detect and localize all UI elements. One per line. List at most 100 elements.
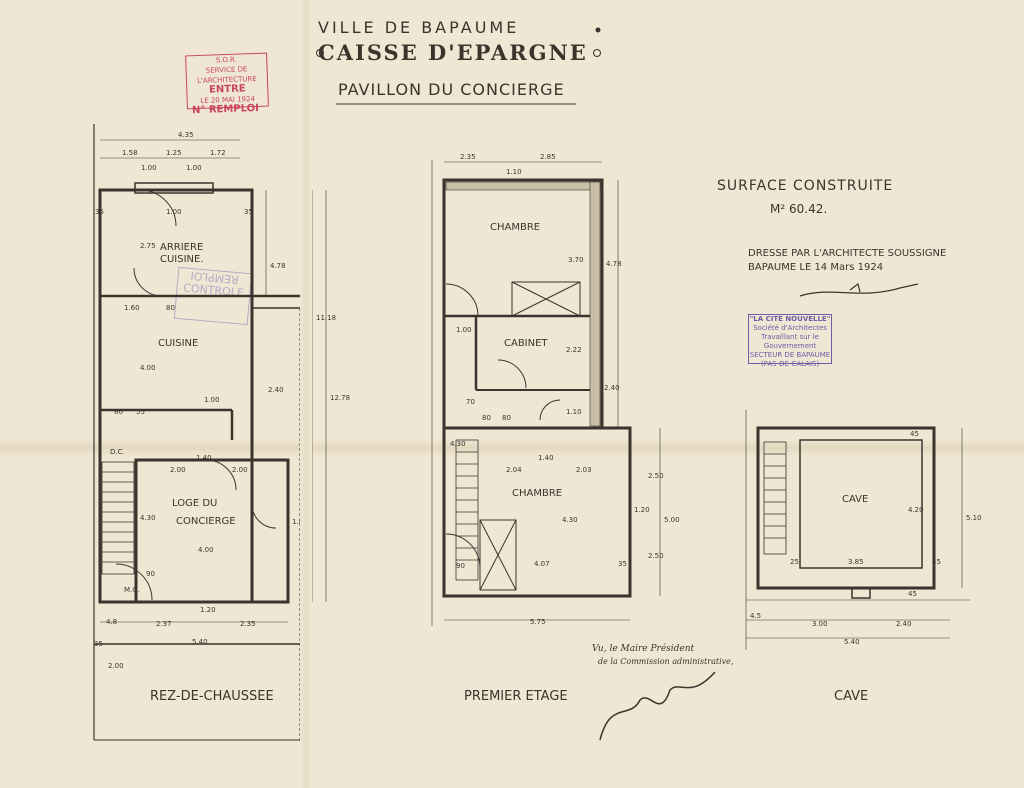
dim-label: 2.50 bbox=[648, 552, 664, 560]
room-cuisine-label: CUISINE bbox=[158, 338, 198, 349]
dim-label: 5.40 bbox=[192, 638, 208, 646]
stair-block bbox=[763, 441, 787, 555]
dim-label: 80 bbox=[482, 414, 491, 422]
dim-label: 1.25 bbox=[166, 149, 182, 157]
dim-label: 70 bbox=[466, 398, 475, 406]
dim-label: 3.00 bbox=[812, 620, 828, 628]
dim-label: 1.58 bbox=[122, 149, 138, 157]
stair-block bbox=[101, 461, 135, 575]
architects-stamp-line3: Travaillant sur le Gouvernement bbox=[761, 333, 819, 350]
dim-label: 1.10 bbox=[566, 408, 582, 416]
room-chambre-2-label: CHAMBRE bbox=[512, 488, 562, 499]
dim-label: 4.5 bbox=[750, 612, 761, 620]
dim-label: 2.40 bbox=[604, 384, 620, 392]
ornament-swirl bbox=[316, 49, 324, 57]
dim-label: 4.78 bbox=[606, 260, 622, 268]
title-city: VILLE DE BAPAUME bbox=[318, 18, 520, 37]
dim-label: 1.40 bbox=[538, 454, 554, 462]
dim-label: 5.40 bbox=[844, 638, 860, 646]
title-institution: CAISSE D'EPARGNE bbox=[318, 40, 588, 65]
dim-label: 5.10 bbox=[966, 514, 982, 522]
dim-label: 2.40 bbox=[268, 386, 284, 394]
dim-label: 1.10 bbox=[506, 168, 522, 176]
cellar-outer-wall bbox=[756, 426, 936, 590]
cellar-vent bbox=[851, 587, 871, 599]
loge-wall bbox=[134, 458, 290, 604]
dim-label: 3.85 bbox=[848, 558, 864, 566]
mayor-note: Vu, le Maire Président bbox=[592, 644, 695, 654]
dim-label: 2.35 bbox=[240, 620, 256, 628]
cellar-stairs bbox=[763, 441, 787, 555]
dim-label: 80 bbox=[114, 408, 123, 416]
dim-label: D.C. bbox=[110, 448, 125, 456]
dim-label: 35 bbox=[618, 560, 627, 568]
architect-signature bbox=[799, 282, 919, 297]
dim-label: 4.07 bbox=[534, 560, 550, 568]
dim-label: 2.03 bbox=[576, 466, 592, 474]
chimney bbox=[134, 182, 214, 194]
dim-label: 2.00 bbox=[170, 466, 186, 474]
ornament-dot bbox=[595, 27, 601, 33]
door-swing bbox=[115, 563, 153, 601]
dim-label: 4.30 bbox=[450, 440, 466, 448]
plan-first-floor bbox=[431, 160, 661, 626]
plan-ground-floor bbox=[93, 124, 327, 741]
door-swing bbox=[251, 503, 277, 529]
room-loge-label: LOGE DU bbox=[172, 498, 217, 509]
dim-label: M.G. bbox=[124, 586, 140, 594]
dim-label: 35 bbox=[95, 208, 104, 216]
dim-label: 3.70 bbox=[568, 256, 584, 264]
title-ornaments bbox=[316, 27, 601, 105]
roof-hatch bbox=[589, 181, 601, 427]
ground-labels: ARRIERE CUISINE. CUISINE LOGE DU CONCIER… bbox=[94, 131, 350, 704]
dim-label: 4.35 bbox=[178, 131, 194, 139]
architects-stamp-line2: Société d'Architectes bbox=[753, 324, 827, 332]
dim-label: 80 bbox=[502, 414, 511, 422]
door-swing bbox=[445, 533, 481, 569]
architects-stamp-line1: "LA CITÉ NOUVELLE" bbox=[749, 315, 831, 323]
dim-label: 2.00 bbox=[108, 662, 124, 670]
cellar-inner-wall bbox=[799, 439, 923, 569]
dim-label: 90 bbox=[456, 562, 465, 570]
plan-cellar bbox=[745, 410, 970, 650]
dim-label: 4.8 bbox=[106, 618, 117, 626]
dim-label: 5.75 bbox=[530, 618, 546, 626]
dim-label: 1.40 bbox=[196, 454, 212, 462]
dim-label: 80 bbox=[166, 304, 175, 312]
dim-label: 1.00 bbox=[456, 326, 472, 334]
dim-label: 4.78 bbox=[270, 262, 286, 270]
cellar-labels: CAVE CAVE 4.20 5.10 3.85 3.00 2.40 5.40 … bbox=[750, 430, 982, 704]
room-chambre-1-label: CHAMBRE bbox=[490, 222, 540, 233]
dim-label: 1.00 bbox=[166, 208, 182, 216]
ceiling-void bbox=[511, 281, 581, 317]
dim-label: 4.00 bbox=[140, 364, 156, 372]
surface-value: M² 60.42. bbox=[770, 202, 828, 216]
door-swing bbox=[497, 359, 527, 389]
dim-label: 2.75 bbox=[140, 242, 156, 250]
dim-label: 1.72 bbox=[210, 149, 226, 157]
dim-label: 90 bbox=[146, 570, 155, 578]
dim-label: 5.00 bbox=[664, 516, 680, 524]
dim-label: 4.30 bbox=[140, 514, 156, 522]
dim-label: 12.78 bbox=[330, 394, 350, 402]
room-loge-label-2: CONCIERGE bbox=[176, 516, 236, 527]
plan-title-first: PREMIER ETAGE bbox=[464, 689, 568, 704]
dim-label: 1.80 bbox=[292, 518, 308, 526]
plan-title-ground: REZ-DE-CHAUSSEE bbox=[150, 689, 274, 704]
dim-label: 2.40 bbox=[896, 620, 912, 628]
architects-stamp-line4: SECTEUR DE BAPAUME bbox=[749, 351, 831, 359]
room-arriere-label: ARRIERE bbox=[160, 242, 203, 253]
mayor-signature bbox=[599, 671, 716, 741]
room-arriere-label-2: CUISINE. bbox=[160, 254, 204, 265]
dim-label: 4.30 bbox=[562, 516, 578, 524]
ground-stairs bbox=[101, 461, 135, 575]
door-swing bbox=[133, 267, 163, 297]
dim-label: 1.00 bbox=[141, 164, 157, 172]
dim-label: 11.18 bbox=[316, 314, 336, 322]
stair-block bbox=[455, 439, 479, 581]
plan-title-cellar: CAVE bbox=[834, 689, 868, 704]
first-stairs bbox=[455, 439, 479, 581]
architect-note: DRESSE PAR L'ARCHITECTE SOUSSIGNE bbox=[748, 248, 947, 259]
door-swing bbox=[445, 283, 479, 317]
